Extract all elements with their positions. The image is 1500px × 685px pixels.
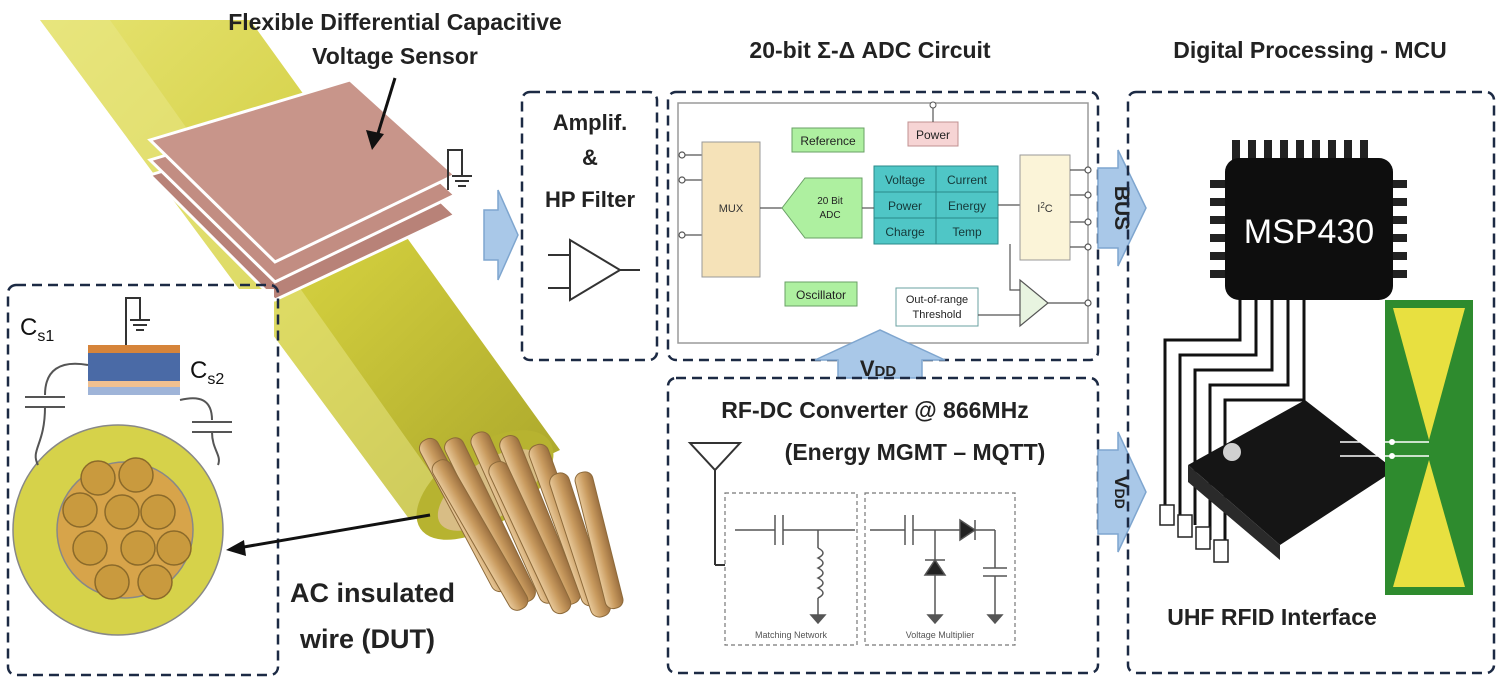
msp430-chip (1210, 140, 1407, 300)
voltage-multiplier-circuit (870, 515, 1007, 625)
adc-block-line2: ADC (819, 210, 840, 221)
amplifier-line3: HP Filter (545, 187, 636, 212)
power-pin (929, 101, 937, 109)
vdd-up-arrow (814, 329, 946, 379)
sensor-pointer-arrow (374, 77, 397, 141)
reference-block (791, 127, 865, 153)
sensor-title-line2: Voltage Sensor (312, 43, 478, 69)
sensor-pointer-arrowhead (366, 130, 384, 150)
rfid-antenna-icon (1340, 300, 1473, 595)
i2c-output-pins (1070, 166, 1092, 251)
wire-label-line1: AC insulated (290, 578, 455, 608)
matching-network-box (724, 492, 858, 646)
register-voltage: Voltage (885, 173, 925, 187)
wire-cross-section (12, 424, 224, 636)
register-charge: Charge (885, 225, 925, 239)
wire-pointer-arrowhead (226, 540, 246, 556)
mux-label: MUX (719, 203, 744, 215)
comparator-icon (978, 244, 1092, 328)
oscillator-label: Oscillator (796, 288, 846, 302)
vdd-up-label: VDD (860, 356, 897, 381)
capacitor-cs2-icon (179, 397, 232, 466)
threshold-block (895, 287, 979, 327)
amplifier-box (520, 90, 659, 362)
oscillator-block (784, 281, 858, 307)
cross-section-sensor (88, 345, 180, 395)
bus-label: BUS (1110, 186, 1133, 230)
adc-title: 20-bit Σ-Δ ADC Circuit (749, 37, 991, 63)
mcu-title: Digital Processing - MCU (1173, 37, 1446, 63)
sensor-title-line1: Flexible Differential Capacitive (228, 9, 562, 35)
power-block (907, 121, 959, 147)
amplifier-line2: & (582, 145, 598, 170)
rfdc-line2: (Energy MGMT – MQTT) (785, 439, 1046, 465)
amplifier-line1: Amplif. (553, 110, 628, 135)
i2c-label: I2C (1037, 201, 1053, 215)
threshold-line2: Threshold (913, 309, 962, 321)
vdd-right-arrow (1097, 431, 1147, 553)
mcu-box (1126, 90, 1496, 675)
rfid-label: UHF RFID Interface (1167, 604, 1377, 630)
register-energy: Energy (948, 199, 986, 213)
reference-label: Reference (800, 134, 856, 148)
ground-icon (447, 149, 472, 190)
matching-network-circuit (735, 515, 855, 625)
opamp-icon (548, 238, 640, 302)
i2c-block (1019, 154, 1071, 261)
vdd-right-label: VDD (1110, 475, 1132, 509)
capacitor-cs1-icon (25, 362, 89, 466)
bus-arrow (1097, 149, 1147, 267)
msp430-label: MSP430 (1244, 213, 1374, 251)
voltage-multiplier-label: Voltage Multiplier (906, 630, 975, 640)
copper-strands (418, 431, 624, 618)
rfid-chip (1159, 400, 1395, 563)
cross-section-ground-icon (125, 297, 150, 345)
adc-input-pins (678, 151, 702, 239)
flow-arrow-sensor-to-amp (483, 189, 519, 281)
cs2-label: Cs2 (190, 357, 224, 388)
rfdc-line1: RF-DC Converter @ 866MHz (721, 397, 1028, 423)
cross-section-box (6, 283, 280, 677)
power-label: Power (916, 128, 950, 142)
register-current: Current (947, 173, 988, 187)
register-power: Power (888, 199, 922, 213)
threshold-line1: Out-of-range (906, 294, 968, 306)
wire-pointer-arrow (237, 513, 431, 550)
cs1-label: Cs1 (20, 314, 54, 345)
wire-label-line2: wire (DUT) (299, 624, 435, 654)
adc-block-line1: 20 Bit (817, 196, 843, 207)
register-temp: Temp (952, 225, 982, 239)
matching-network-label: Matching Network (755, 630, 828, 640)
mux-block (701, 141, 761, 278)
